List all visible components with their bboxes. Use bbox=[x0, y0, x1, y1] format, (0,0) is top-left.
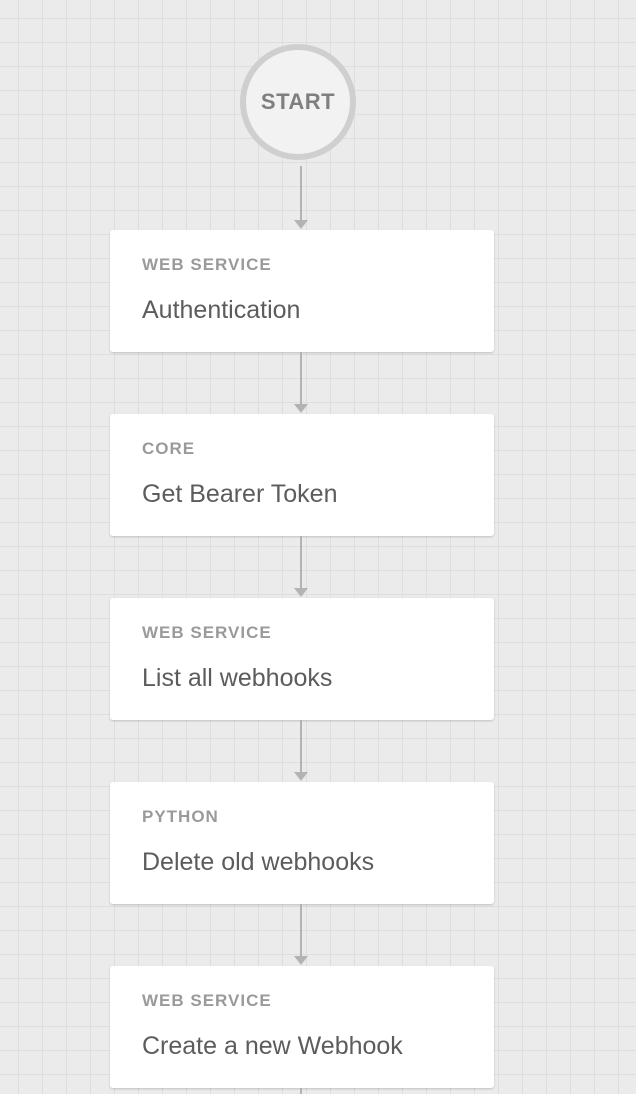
connector-line bbox=[300, 166, 302, 221]
connector-line bbox=[300, 1088, 302, 1094]
node-type-label: PYTHON bbox=[142, 807, 219, 826]
connector-arrow-icon bbox=[294, 772, 308, 781]
node-title: Delete old webhooks bbox=[142, 848, 375, 876]
node-title: Authentication bbox=[142, 296, 301, 324]
connector-line bbox=[300, 720, 302, 773]
node-title: Get Bearer Token bbox=[142, 480, 338, 508]
node-type-label: WEB SERVICE bbox=[142, 255, 272, 274]
node-type-label: WEB SERVICE bbox=[142, 623, 272, 642]
node-type-label: WEB SERVICE bbox=[142, 991, 272, 1010]
connector-line bbox=[300, 536, 302, 589]
start-label: START bbox=[260, 89, 336, 114]
start-node[interactable]: START bbox=[240, 44, 356, 160]
node-type-label: CORE bbox=[142, 439, 196, 458]
connector-arrow-icon bbox=[294, 956, 308, 965]
connector-line bbox=[300, 352, 302, 405]
flow-node-get-bearer-token[interactable]: CORE Get Bearer Token bbox=[110, 414, 494, 536]
flow-node-authentication[interactable]: WEB SERVICE Authentication bbox=[110, 230, 494, 352]
connector-arrow-icon bbox=[294, 404, 308, 413]
connector-line bbox=[300, 904, 302, 957]
node-title: List all webhooks bbox=[142, 664, 333, 692]
flow-node-list-all-webhooks[interactable]: WEB SERVICE List all webhooks bbox=[110, 598, 494, 720]
node-title: Create a new Webhook bbox=[142, 1032, 403, 1060]
connector-arrow-icon bbox=[294, 588, 308, 597]
connector-arrow-icon bbox=[294, 220, 308, 229]
flow-node-delete-old-webhooks[interactable]: PYTHON Delete old webhooks bbox=[110, 782, 494, 904]
flow-node-create-new-webhook[interactable]: WEB SERVICE Create a new Webhook bbox=[110, 966, 494, 1088]
